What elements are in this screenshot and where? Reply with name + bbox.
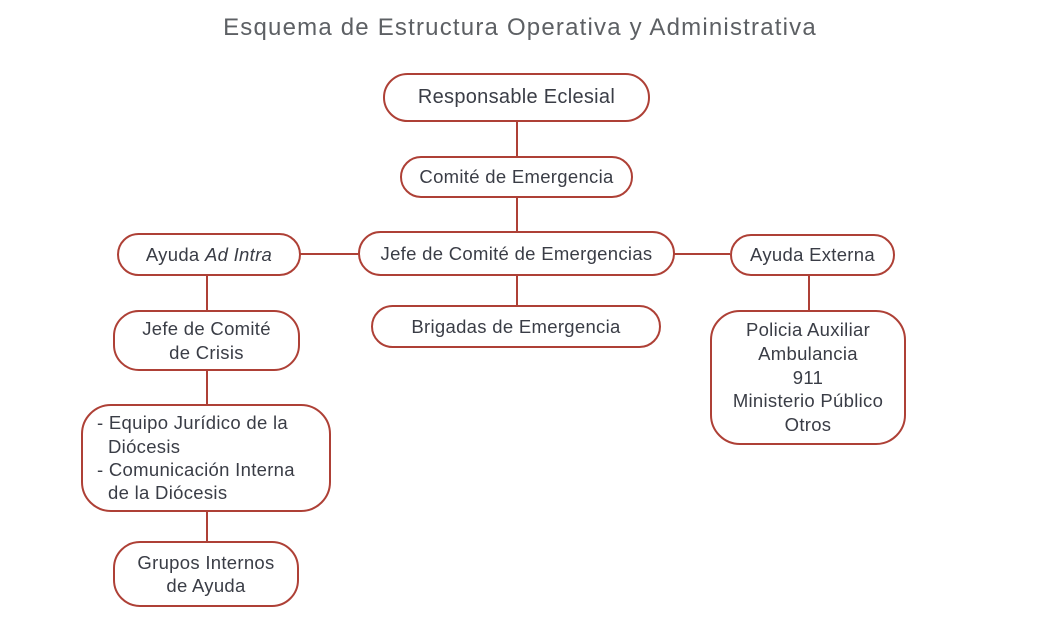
node-label-line: Grupos Internos [137,551,275,573]
connector-jefe-externa [674,253,730,255]
node-contactos-externos: Policia Auxiliar Ambulancia 911 Minister… [710,310,906,445]
node-grupos-internos-ayuda: Grupos Internos de Ayuda [113,541,299,607]
node-ayuda-ad-intra: Ayuda Ad Intra [117,233,301,276]
connector-crisis-equipo [206,370,208,404]
diagram-title: Esquema de Estructura Operativa y Admini… [223,14,817,41]
node-label-line: - Comunicación Interna [97,459,295,480]
node-label-line: Jefe de Comité [142,318,271,340]
node-label: Jefe de Comité de Emergencias [380,242,653,264]
node-label-line: - Equipo Jurídico de la [97,412,288,434]
node-label-line: de Crisis [169,341,244,363]
node-label: Brigadas de Emergencia [411,315,621,337]
node-label: Responsable Eclesial [417,85,616,108]
node-label-line: Policia Auxiliar [745,319,871,341]
connector-comite-jefe [516,198,518,231]
node-label-line: Ambulancia [758,342,858,364]
node-label-line: de Ayuda [166,575,246,596]
node-jefe-comite-emergencias: Jefe de Comité de Emergencias [358,231,675,276]
node-equipo-juridico-comunicacion: - Equipo Jurídico de la Diócesis - Comun… [81,404,331,512]
node-label-line: Ministerio Público [732,390,884,412]
node-label-line: de la Diócesis [108,482,228,504]
node-jefe-comite-crisis: Jefe de Comité de Crisis [113,310,300,371]
connector-jefe-brigadas [516,276,518,305]
connector-responsable-comite [516,122,518,156]
node-label-line: Otros [784,414,832,435]
node-label: Comité de Emergencia [419,166,614,188]
node-brigadas-de-emergencia: Brigadas de Emergencia [371,305,661,348]
node-label-line: Diócesis [108,435,181,457]
node-responsable-eclesial: Responsable Eclesial [383,73,650,122]
node-label-line: 911 [792,366,824,388]
connector-adintra-jefe [300,253,358,255]
connector-equipo-grupos [206,511,208,541]
node-label: Ayuda Externa [750,244,875,266]
connector-externa-contactos [808,275,810,310]
node-ayuda-externa: Ayuda Externa [730,234,895,276]
node-comite-de-emergencia: Comité de Emergencia [400,156,633,198]
connector-adintra-crisis [206,275,208,310]
node-label: Ayuda Ad Intra [145,243,273,265]
